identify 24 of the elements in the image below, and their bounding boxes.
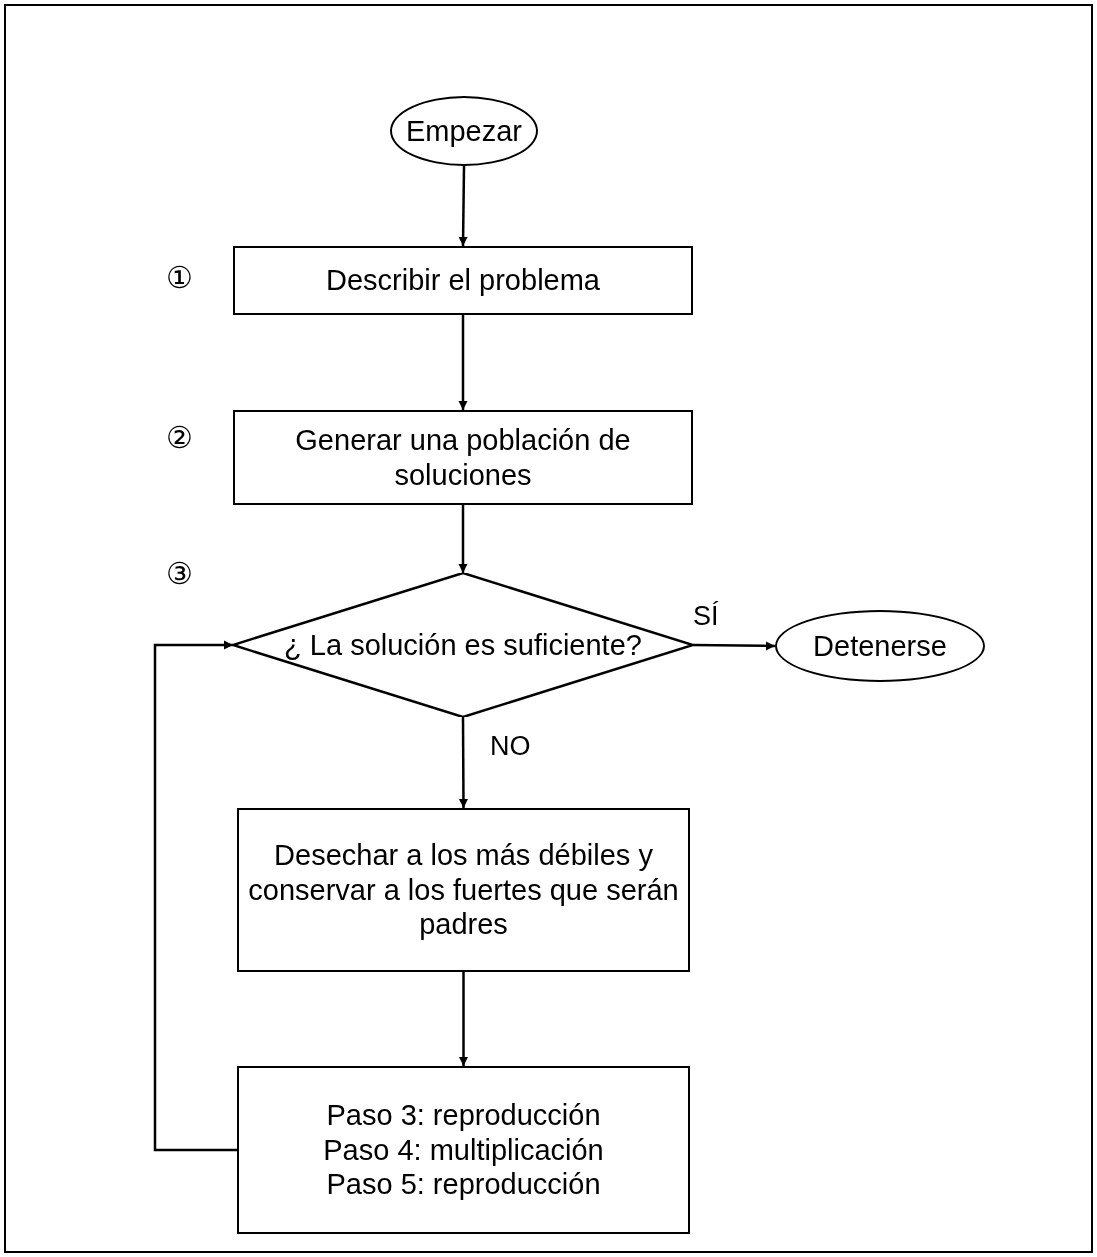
callout-number: ② (166, 423, 193, 453)
process-box (233, 410, 693, 505)
arrow (153, 640, 237, 1152)
node-text: Generar una población de soluciones (294, 422, 632, 493)
arrow (693, 641, 775, 651)
arrow (458, 505, 468, 573)
node-text: Detenerse (813, 628, 947, 664)
process-box (237, 808, 690, 972)
node-text: Paso 5: reproducción (326, 1167, 601, 1203)
node-text: Desechar a los más débiles y conservar a los fuertes que serán padres (247, 837, 680, 943)
process-box (237, 1066, 690, 1234)
arrow (458, 315, 468, 410)
node-text: Paso 4: multiplicación (323, 1132, 604, 1168)
callout-number: ① (166, 263, 193, 293)
decision-diamond (233, 573, 693, 717)
arrow (458, 166, 468, 246)
node-text: ¿ La solución es suficiente? (284, 627, 642, 663)
node-text: Paso 3: reproducción (326, 1097, 601, 1133)
node-text: Empezar (405, 113, 522, 149)
node-text: Describir el problema (326, 263, 600, 298)
callout-number: ③ (166, 559, 193, 589)
arrow (458, 717, 468, 808)
arrow (459, 972, 468, 1066)
process-box (233, 246, 693, 315)
